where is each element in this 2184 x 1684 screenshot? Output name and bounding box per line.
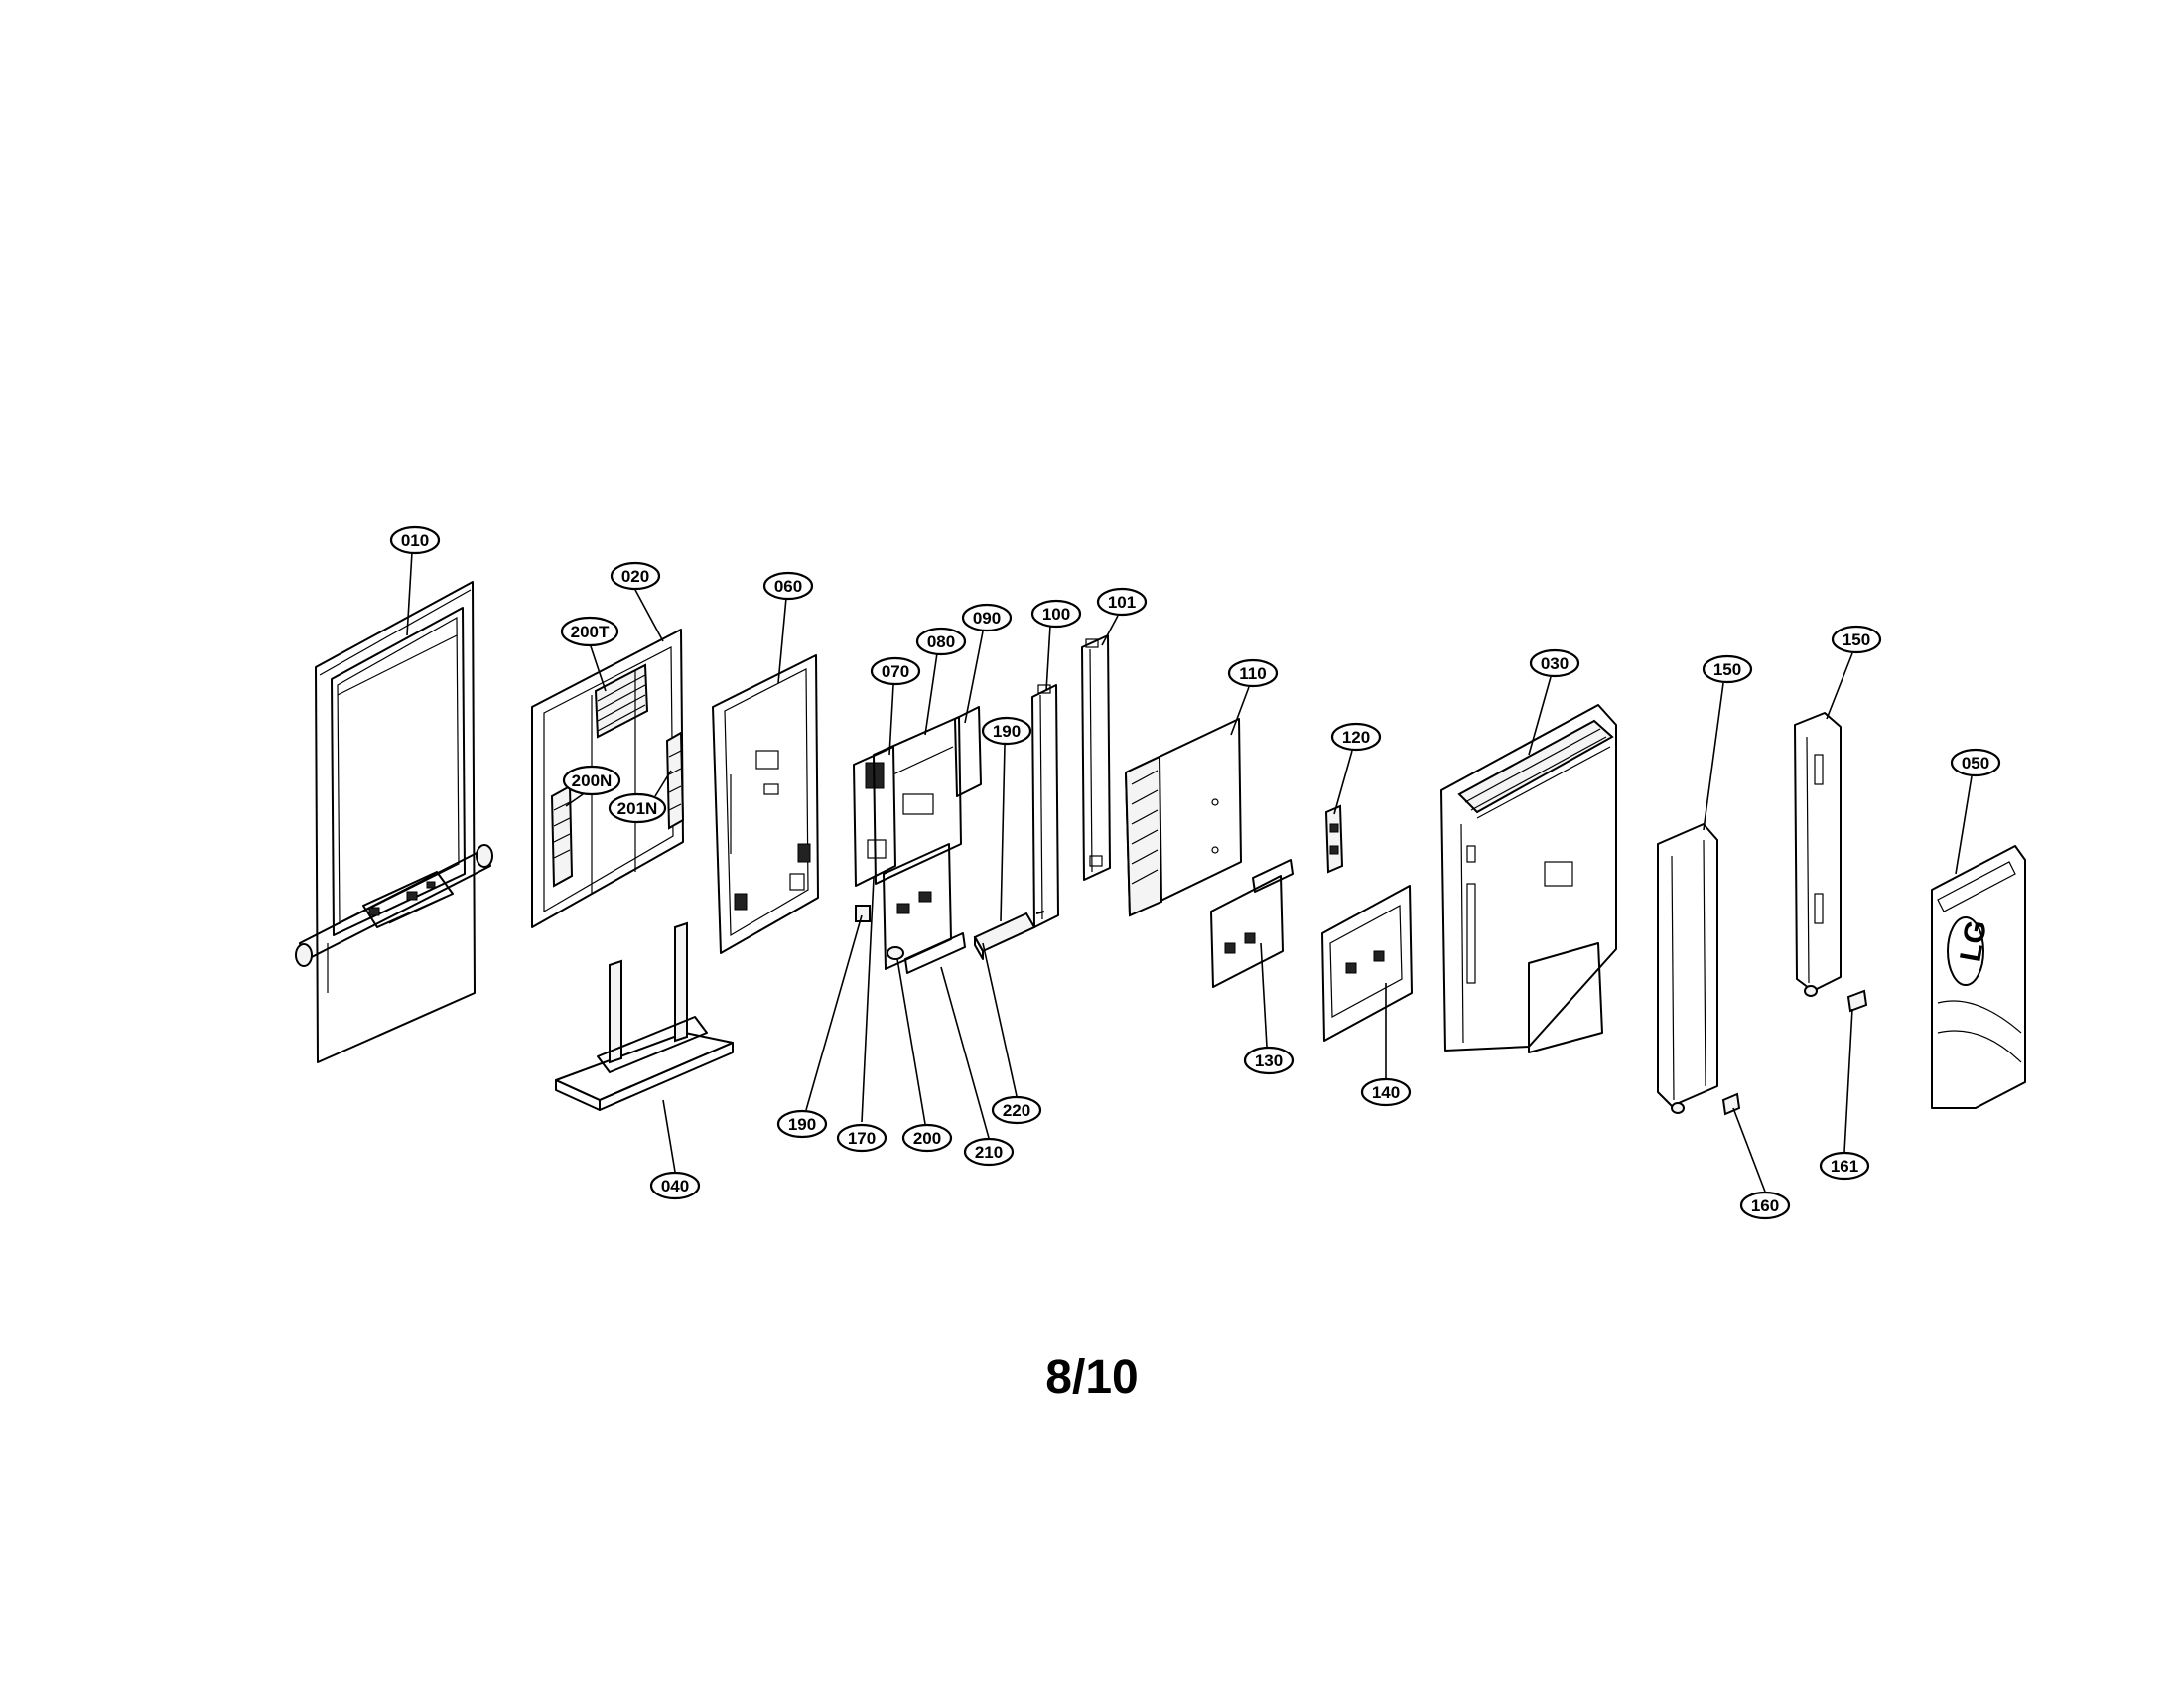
callout-201N: 201N <box>608 792 667 824</box>
page-number: 8/10 <box>1045 1351 1139 1404</box>
part-150-side-cover-left <box>1657 823 1718 1114</box>
svg-text:060: 060 <box>774 577 802 596</box>
svg-text:170: 170 <box>848 1129 876 1148</box>
speaker-grille-200N <box>550 784 574 888</box>
callout-040: 040 <box>649 1171 701 1200</box>
callout-190-upper: 190 <box>981 716 1032 746</box>
part-220-tuner <box>973 912 1036 960</box>
part-210-board <box>904 932 966 974</box>
svg-text:201N: 201N <box>617 799 658 818</box>
part-170-knob <box>887 946 904 960</box>
callout-100: 100 <box>1030 599 1082 629</box>
callout-150-left: 150 <box>1702 654 1753 684</box>
callout-060: 060 <box>762 571 814 601</box>
svg-text:200T: 200T <box>571 623 610 641</box>
callout-070: 070 <box>870 656 921 686</box>
part-020-chassis-frame <box>531 629 685 928</box>
callout-110: 110 <box>1227 658 1279 688</box>
svg-text:140: 140 <box>1372 1083 1400 1102</box>
speaker-grille-200T <box>594 663 649 739</box>
callout-090: 090 <box>961 603 1013 632</box>
callout-120: 120 <box>1330 722 1382 752</box>
part-110-power-supply <box>1124 718 1242 917</box>
svg-text:200: 200 <box>913 1129 941 1148</box>
part-080-shield-board <box>873 716 962 885</box>
leader-lines <box>406 551 1973 1193</box>
callout-050: 050 <box>1950 748 2001 777</box>
callout-200N: 200N <box>562 765 621 796</box>
svg-text:100: 100 <box>1042 605 1070 624</box>
svg-text:101: 101 <box>1108 593 1136 612</box>
callout-010: 010 <box>389 525 441 555</box>
svg-text:190: 190 <box>993 722 1021 741</box>
svg-text:020: 020 <box>621 567 649 586</box>
callout-200T: 200T <box>560 616 619 647</box>
callout-101: 101 <box>1096 587 1148 617</box>
part-101-side-bracket <box>1081 634 1111 881</box>
part-100-side-bracket <box>1031 684 1059 928</box>
svg-text:120: 120 <box>1342 728 1370 747</box>
callout-030: 030 <box>1529 648 1580 678</box>
svg-text:160: 160 <box>1751 1196 1779 1215</box>
part-040-stand <box>555 921 734 1111</box>
svg-text:190: 190 <box>788 1115 816 1134</box>
callout-130: 130 <box>1243 1046 1295 1075</box>
callout-210: 210 <box>963 1137 1015 1167</box>
svg-text:010: 010 <box>401 531 429 550</box>
part-190-small-bracket <box>855 905 871 922</box>
callout-140: 140 <box>1360 1077 1412 1107</box>
callout-200: 200 <box>901 1123 953 1153</box>
callout-020: 020 <box>610 561 661 591</box>
svg-text:050: 050 <box>1962 754 1989 772</box>
callout-150-right: 150 <box>1831 625 1882 654</box>
part-120-module <box>1324 804 1344 874</box>
callout-190-lower: 190 <box>776 1109 828 1139</box>
part-090-cover-plate <box>954 706 982 797</box>
lg-logo-mark <box>1947 916 1984 986</box>
part-190-upper-bracket <box>1035 911 1045 914</box>
svg-text:040: 040 <box>661 1177 689 1195</box>
svg-text:070: 070 <box>882 662 909 681</box>
part-160-clip <box>1721 1092 1741 1116</box>
callout-080: 080 <box>915 627 967 656</box>
svg-text:030: 030 <box>1541 654 1569 673</box>
svg-text:210: 210 <box>975 1143 1003 1162</box>
svg-text:110: 110 <box>1239 664 1266 683</box>
speaker-grille-201N <box>665 731 685 830</box>
svg-text:080: 080 <box>927 632 955 651</box>
part-030-back-cover <box>1440 704 1617 1053</box>
svg-text:130: 130 <box>1255 1052 1283 1070</box>
part-140-terminal-bracket <box>1321 885 1413 1042</box>
callout-161: 161 <box>1819 1151 1870 1181</box>
part-010-front-bezel <box>295 581 493 1063</box>
svg-text:200N: 200N <box>572 772 613 790</box>
svg-text:220: 220 <box>1003 1101 1030 1120</box>
svg-text:090: 090 <box>973 609 1001 628</box>
callout-170: 170 <box>836 1123 887 1153</box>
part-060-back-plate <box>712 654 819 954</box>
svg-text:150: 150 <box>1843 631 1870 649</box>
part-130-connector-bracket <box>1210 859 1294 988</box>
svg-text:161: 161 <box>1831 1157 1858 1176</box>
callout-220: 220 <box>991 1095 1042 1125</box>
part-150-side-cover-right <box>1794 712 1842 997</box>
part-050-front-cover: LG <box>1931 845 2026 1109</box>
callout-160: 160 <box>1739 1191 1791 1220</box>
lg-logo-text: LG <box>1954 917 1993 964</box>
svg-text:150: 150 <box>1713 660 1741 679</box>
part-161-clip <box>1846 989 1868 1013</box>
